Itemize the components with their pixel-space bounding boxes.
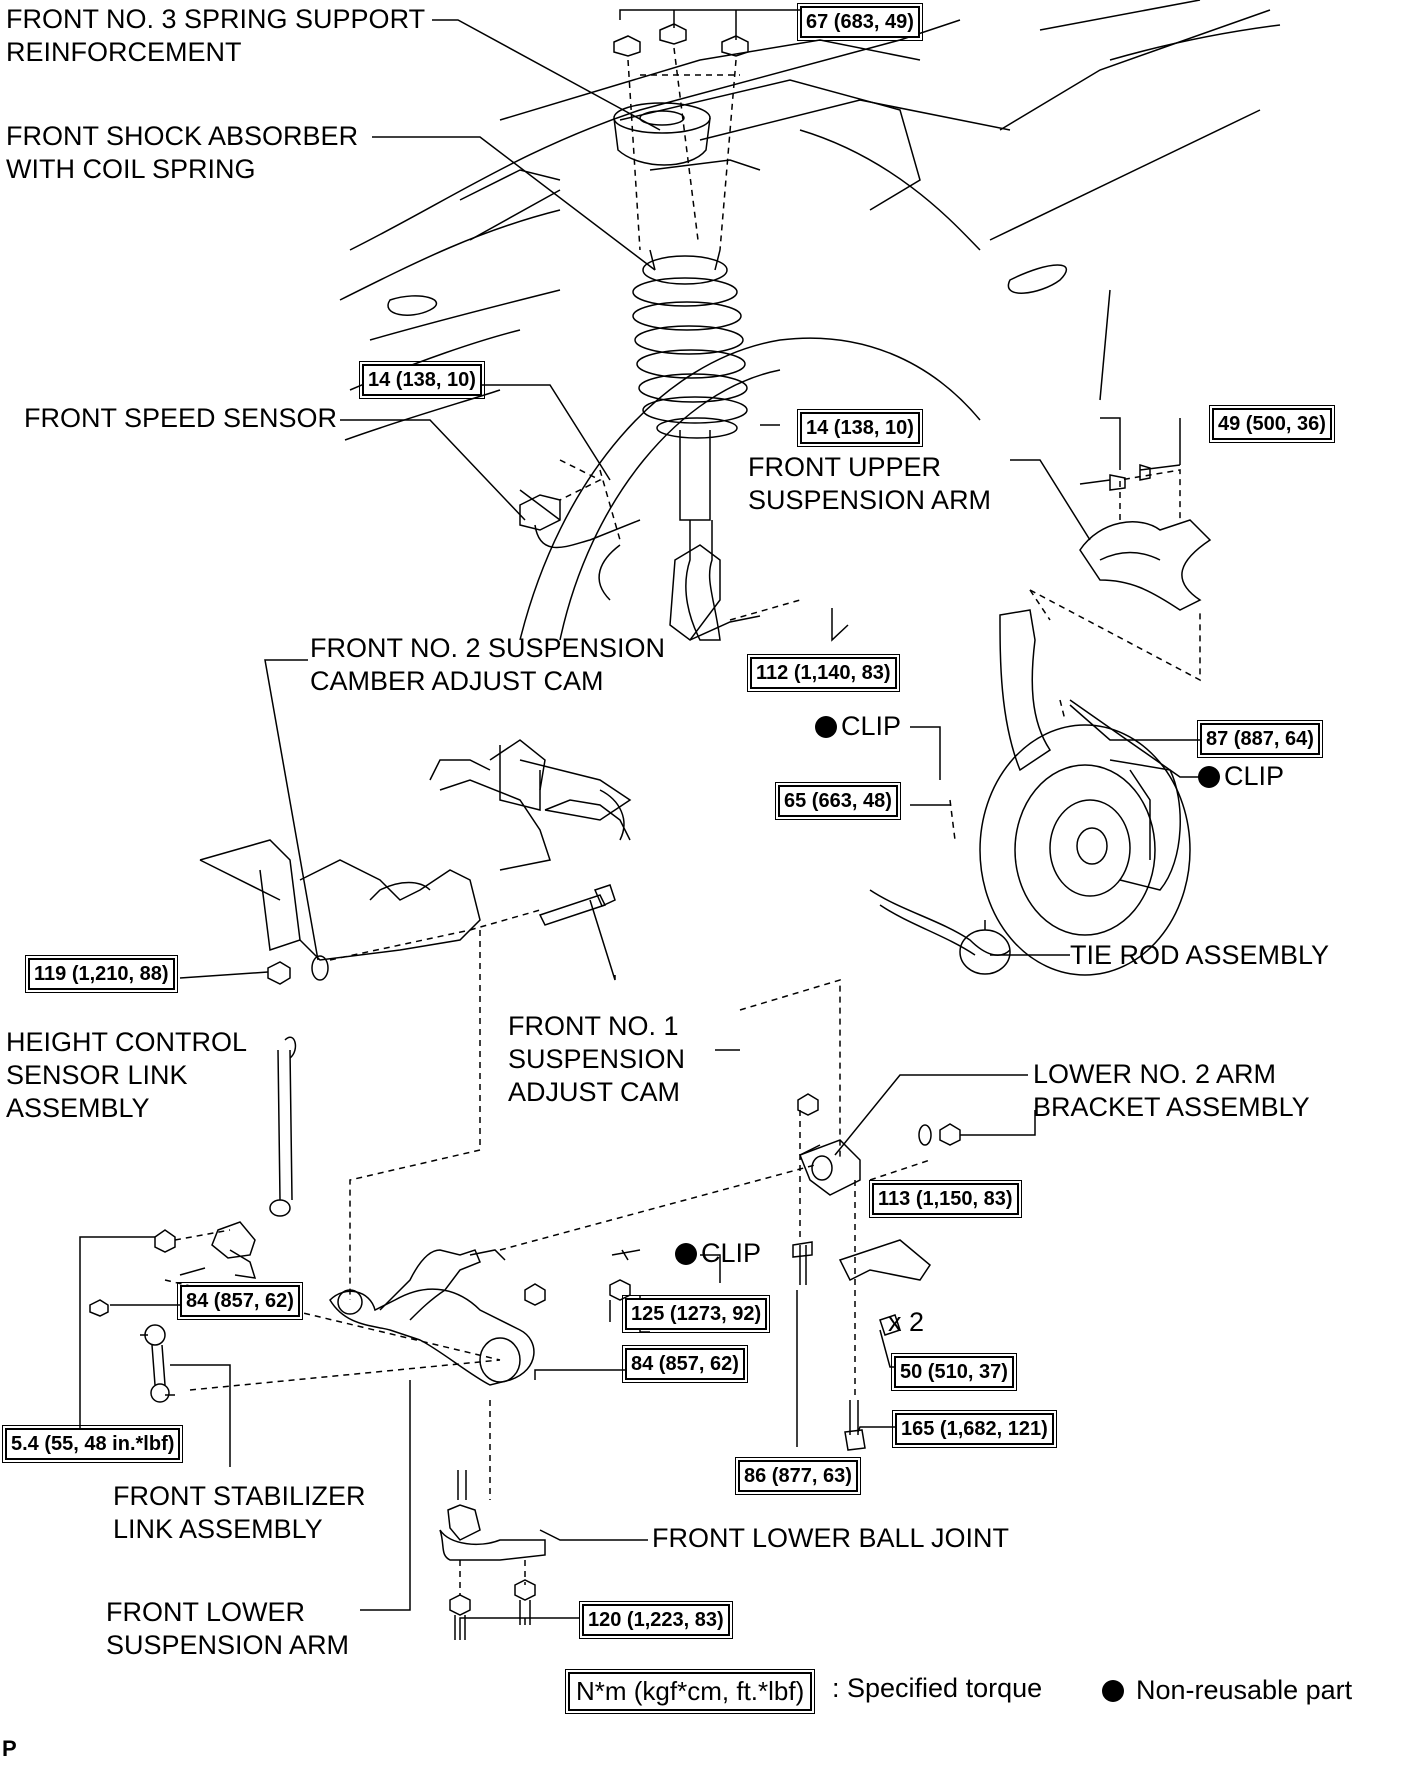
torque-120: 120 (1,223, 83) xyxy=(579,1601,733,1639)
torque-86: 86 (877, 63) xyxy=(735,1457,861,1495)
torque-165: 165 (1,682, 121) xyxy=(892,1410,1057,1448)
torque-87: 87 (887, 64) xyxy=(1197,720,1323,758)
torque-113: 113 (1,150, 83) xyxy=(869,1180,1022,1218)
legend-torque-box: N*m (kgf*cm, ft.*lbf) xyxy=(564,1669,816,1714)
non-reusable-dot-icon xyxy=(1198,766,1220,788)
footer-code: P xyxy=(2,1736,17,1761)
label-tie-rod: TIE ROD ASSEMBLY xyxy=(1070,940,1330,970)
torque-67: 67 (683, 49) xyxy=(797,3,923,41)
label-speed-sensor: FRONT SPEED SENSOR xyxy=(24,403,338,433)
non-reusable-dot-icon xyxy=(815,716,837,738)
legend-torque-text: : Specified torque xyxy=(832,1673,1043,1703)
torque-65: 65 (663, 48) xyxy=(775,782,901,820)
torque-49: 49 (500, 36) xyxy=(1209,405,1335,443)
torque-14-a: 14 (138, 10) xyxy=(359,361,485,399)
torque-84-a: 84 (857, 62) xyxy=(177,1282,303,1320)
label-x2: x 2 xyxy=(888,1307,925,1337)
torque-119: 119 (1,210, 88) xyxy=(25,955,178,993)
torque-50: 50 (510, 37) xyxy=(891,1353,1017,1391)
non-reusable-dot-icon xyxy=(1102,1680,1124,1702)
torque-14-b: 14 (138, 10) xyxy=(797,409,923,447)
legend-nonreusable: Non-reusable part xyxy=(1102,1674,1352,1707)
label-clip-1: CLIP xyxy=(815,710,901,743)
non-reusable-dot-icon xyxy=(675,1243,697,1265)
torque-84-b: 84 (857, 62) xyxy=(622,1345,748,1383)
torque-125: 125 (1273, 92) xyxy=(621,1295,771,1333)
torque-5-4: 5.4 (55, 48 in.*lbf) xyxy=(1,1425,184,1463)
torque-112: 112 (1,140, 83) xyxy=(747,654,900,692)
label-clip-2: CLIP xyxy=(1198,760,1284,793)
label-lower-ball-joint: FRONT LOWER BALL JOINT xyxy=(652,1523,1010,1553)
label-clip-3: CLIP xyxy=(675,1237,761,1270)
